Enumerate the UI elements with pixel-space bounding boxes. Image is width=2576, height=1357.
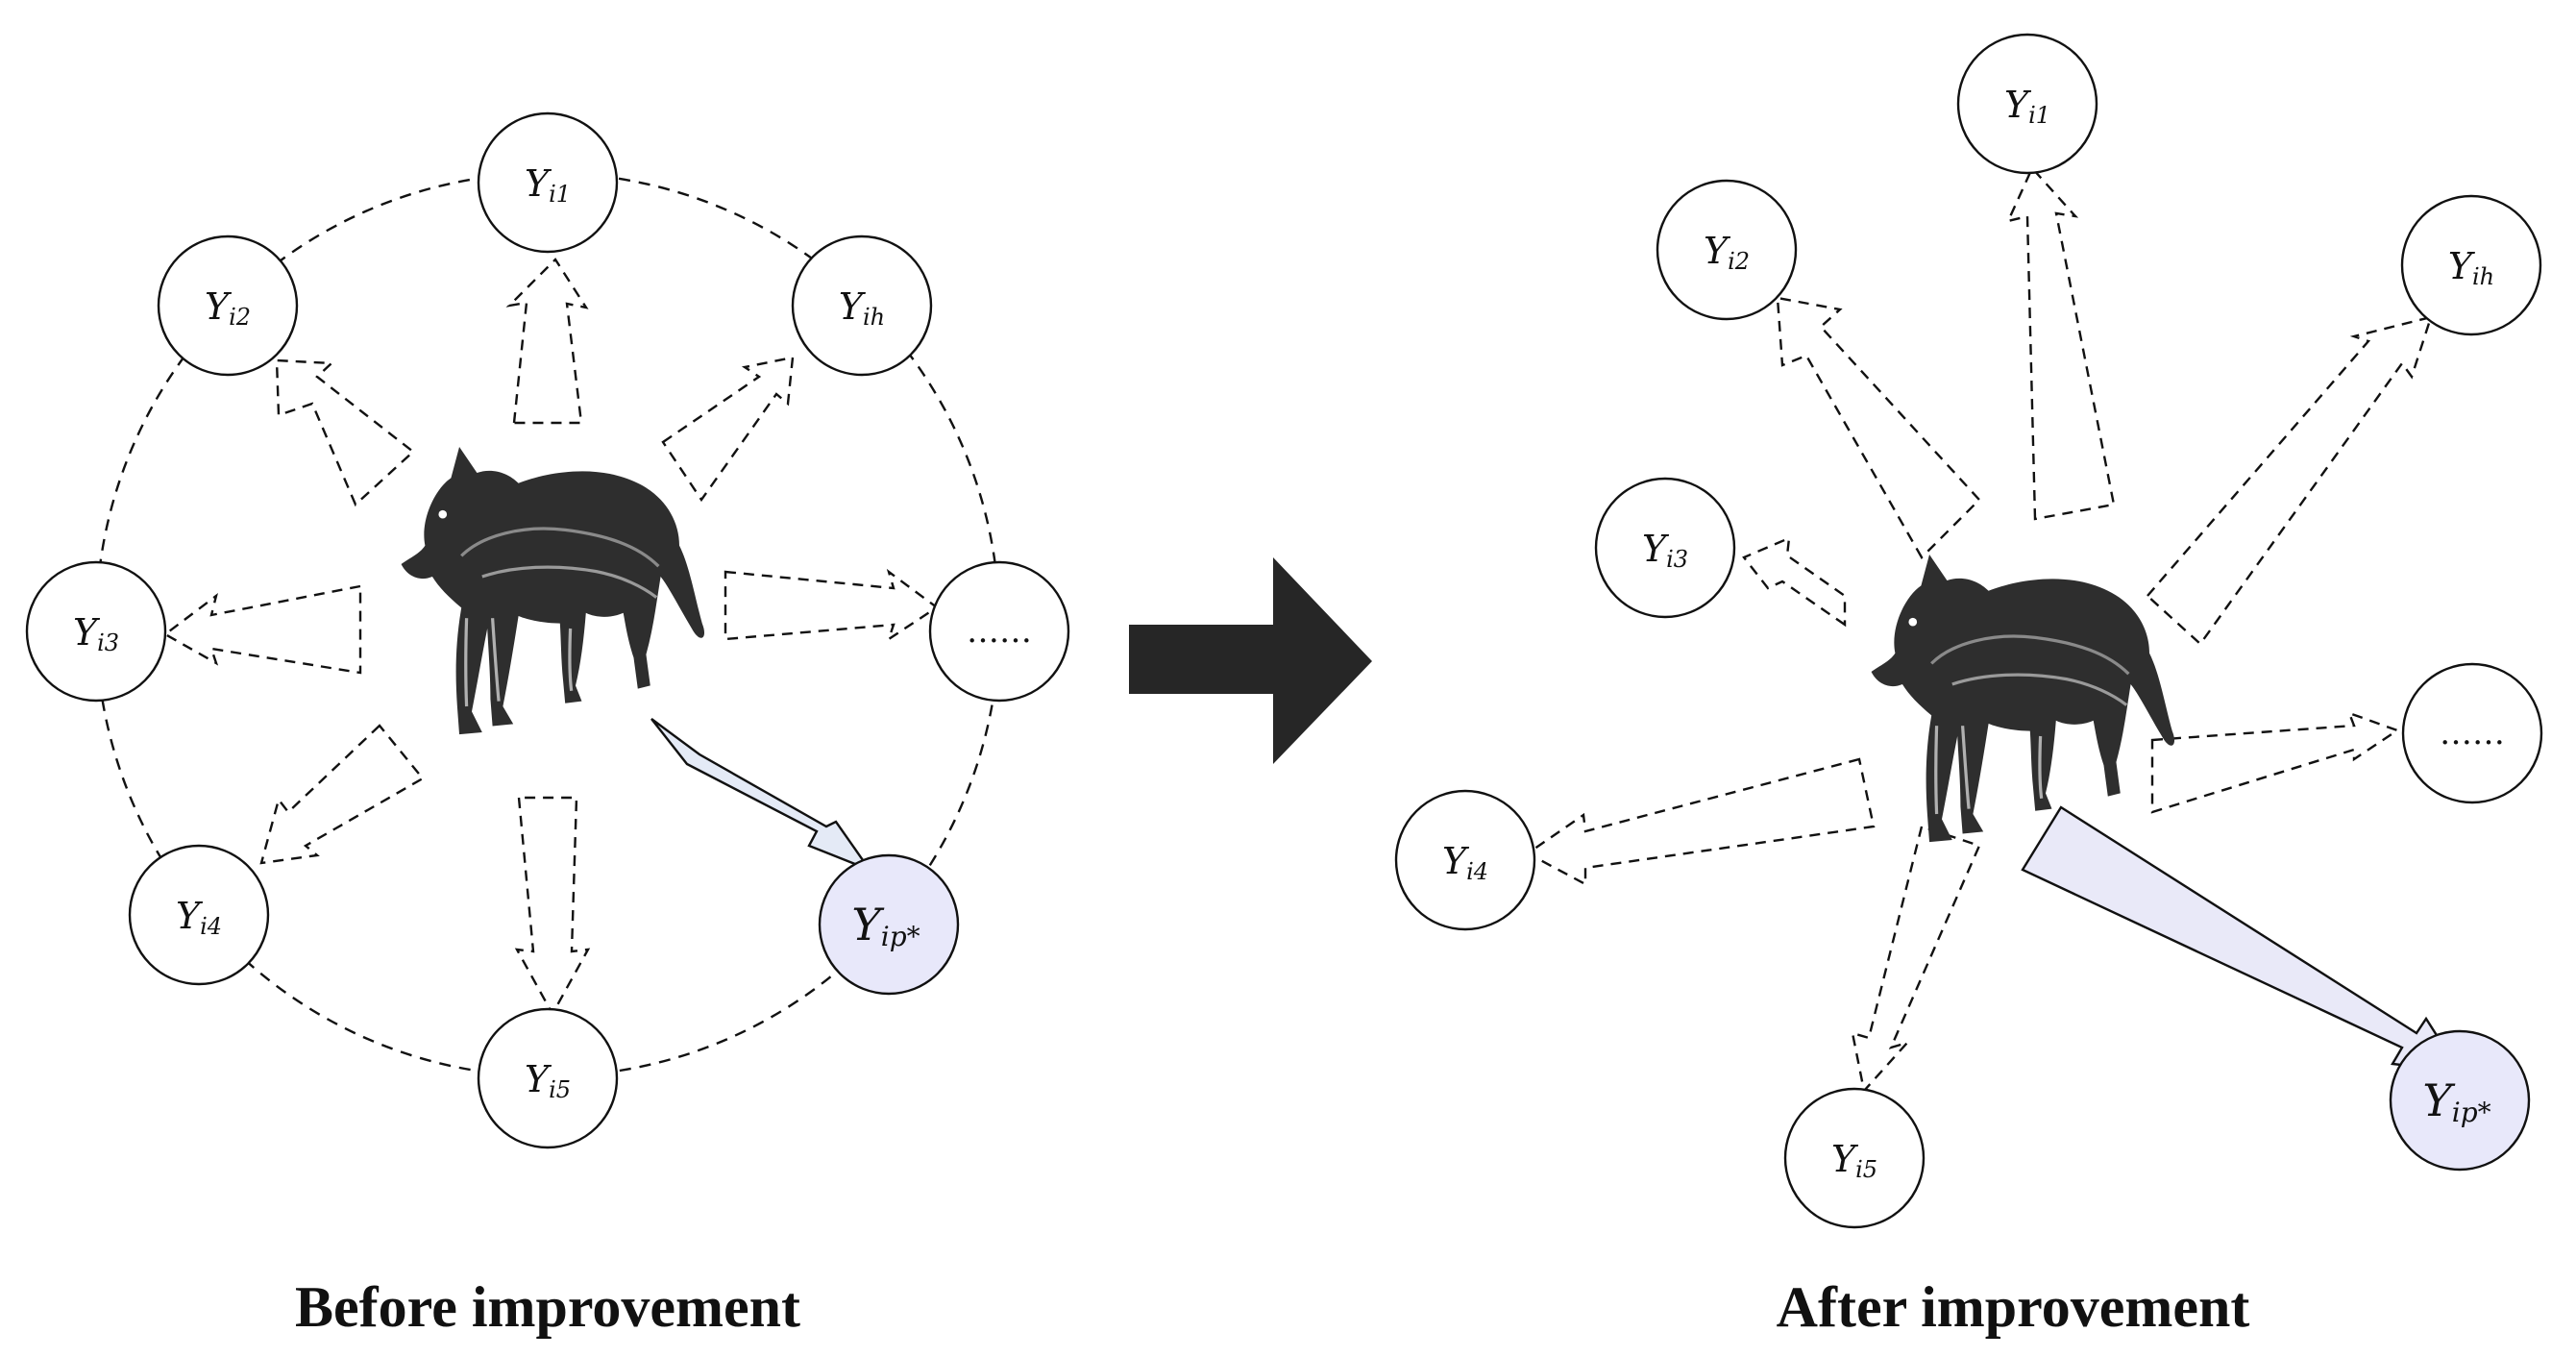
after-arrow-i2 (1776, 296, 1981, 559)
before-arrow-i4 (259, 724, 425, 865)
after-arrow-i4 (1525, 757, 1876, 886)
after-wolf-icon (1869, 553, 2176, 844)
after-node-i4: Υi4 (1394, 789, 1536, 931)
before-arrow-i2 (275, 358, 415, 507)
svg-text:Υip*: Υip* (2422, 1074, 2490, 1128)
svg-text:Υi3: Υi3 (73, 611, 119, 656)
before-arrow-dots (724, 568, 940, 642)
after-node-i1: Υi1 (1956, 33, 2098, 175)
after-node-dots: …… (2401, 662, 2543, 804)
after-node-ip: Υip* (2389, 1029, 2531, 1172)
before-node-i2: Υi2 (157, 234, 299, 377)
after-node-i3: Υi3 (1594, 477, 1736, 619)
after-best-arrow (2021, 805, 2463, 1073)
after-arrow-i1 (2005, 165, 2116, 521)
after-arrow-i3 (1742, 536, 1847, 628)
svg-text:Υi4: Υi4 (1442, 840, 1488, 885)
before-arrow-ih (661, 356, 795, 503)
svg-text:Υi5: Υi5 (525, 1058, 571, 1103)
right-arrow-icon (1129, 557, 1372, 764)
svg-text:Υi2: Υi2 (1704, 230, 1750, 275)
after-node-ih: Υih (2400, 194, 2542, 336)
svg-text:Υi1: Υi1 (525, 162, 571, 208)
before-arrow-i5 (514, 796, 591, 1017)
before-node-dots: …… (928, 560, 1070, 703)
after-exploration-arrows (1525, 165, 2433, 1094)
before-caption: Before improvement (295, 1275, 800, 1339)
svg-text:Υi3: Υi3 (1642, 528, 1688, 573)
svg-text:Υi2: Υi2 (205, 285, 251, 331)
after-arrow-dots (2150, 710, 2400, 814)
before-node-i1: Υi1 (477, 111, 619, 254)
before-diagram: Υi1 Υi2 Υih Υi3 …… Υi4 Υip* Υi5 (25, 111, 1070, 1339)
svg-text:Υip*: Υip* (851, 899, 920, 952)
svg-text:Υi5: Υi5 (1831, 1138, 1877, 1183)
before-arrow-i1 (505, 258, 589, 425)
after-node-i2: Υi2 (1656, 179, 1798, 321)
before-node-ih: Υih (791, 234, 933, 377)
svg-text:……: …… (967, 612, 1032, 651)
before-node-i3: Υi3 (25, 560, 167, 703)
after-caption: After improvement (1777, 1275, 2250, 1339)
svg-text:……: …… (2440, 714, 2505, 753)
after-arrow-i5 (1851, 825, 1981, 1094)
before-exploration-arrows (162, 258, 940, 1017)
svg-text:Υi1: Υi1 (2004, 84, 2050, 129)
after-arrow-ih (2146, 315, 2433, 646)
before-node-ip: Υip* (818, 853, 960, 996)
before-node-i5: Υi5 (477, 1007, 619, 1149)
svg-text:Υi4: Υi4 (176, 895, 222, 940)
svg-text:Υih: Υih (2448, 245, 2494, 290)
before-wolf-icon (399, 445, 706, 736)
after-diagram: Υi1 Υi2 Υih Υi3 …… Υi4 Υip* Υi5 (1394, 33, 2543, 1339)
svg-text:Υih: Υih (839, 285, 885, 331)
after-node-i5: Υi5 (1783, 1087, 1926, 1229)
before-arrow-i3 (162, 584, 362, 675)
before-node-i4: Υi4 (128, 844, 270, 986)
before-best-arrow (650, 718, 873, 873)
